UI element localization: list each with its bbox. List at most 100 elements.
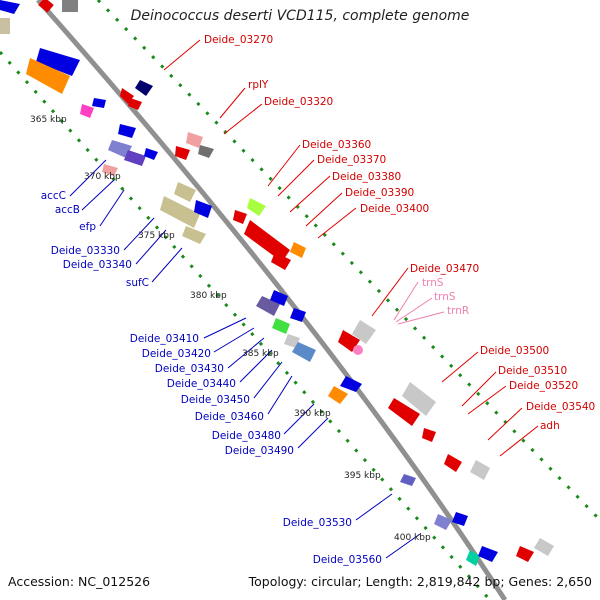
gene-label[interactable]: Deide_03520 [509,380,578,392]
gene-label[interactable]: Deide_03380 [332,171,401,183]
leader-line [203,317,247,339]
gene-label[interactable]: Deide_03330 [51,245,120,257]
gene-label[interactable]: Deide_03560 [313,554,382,566]
scale-tick-label: 370 kbp [84,172,121,182]
feature-box [0,18,10,34]
gene-label[interactable]: Deide_03440 [167,378,236,390]
gene-label[interactable]: Deide_03460 [195,411,264,423]
gene-label[interactable]: accC [41,190,66,202]
feature-arrow [186,132,203,148]
outer-dotted-guide [96,0,600,522]
feature-arrow [135,80,153,96]
leader-line [305,192,343,227]
feature-arrow [434,514,452,530]
feature-arrow [175,146,190,160]
feature-arrow [478,546,498,562]
gene-label[interactable]: efp [79,221,96,233]
feature-arrow [108,140,132,158]
feature-arrow [174,182,196,202]
gene-label[interactable]: Deide_03480 [212,430,281,442]
leader-line [393,281,419,321]
gene-label[interactable]: Deide_03430 [155,363,224,375]
scale-tick-label: 395 kbp [344,471,381,481]
gene-label[interactable]: Deide_03500 [480,345,549,357]
feature-arrow [144,148,158,160]
feature-arrow [194,200,212,218]
gene-label[interactable]: adh [540,420,560,432]
leader-line [371,267,409,317]
feature-arrow [244,220,290,262]
leader-lines [69,39,539,559]
gene-label[interactable]: Deide_03530 [283,517,352,529]
leader-line [317,207,357,239]
feature-arrow [466,550,480,566]
gene-label[interactable]: Deide_03410 [130,333,199,345]
feature-arrow [444,454,462,472]
map-title: Deinococcus deserti VCD115, complete gen… [130,8,470,24]
feature-arrow [452,512,468,526]
leader-line [219,87,246,119]
feature-arrow [36,48,80,76]
gene-label[interactable]: Deide_03320 [264,96,333,108]
scale-ticks: 365 kbp 370 kbp 375 kbp 380 kbp 385 kbp … [30,115,431,543]
leader-line [441,351,479,383]
reverse-labels: accC accB efp Deide_03330 Deide_03340 su… [41,190,382,566]
gene-label[interactable]: Deide_03470 [410,263,479,275]
leader-line [283,403,315,435]
leader-line [227,337,265,369]
gene-label[interactable]: Deide_03540 [526,401,595,413]
feature-arrow [290,242,306,258]
gene-label[interactable]: Deide_03490 [225,445,294,457]
inner-dotted-guide [0,51,492,600]
gene-label[interactable]: Deide_03360 [302,139,371,151]
reverse-features [0,0,498,566]
leader-line [123,217,155,251]
rna-label[interactable]: trnR [447,305,469,317]
leader-line [461,371,497,407]
feature-arrow [160,196,200,228]
scale-tick-label: 375 kbp [138,231,175,241]
leader-line [487,407,523,441]
gene-label[interactable]: Deide_03390 [345,187,414,199]
feature-arrow [328,386,348,404]
feature-arrow [270,290,288,306]
scale-tick-label: 365 kbp [30,115,67,125]
leader-line [239,349,273,383]
forward-features [38,0,554,562]
feature-arrow [422,428,436,442]
feature-arrow [0,0,20,14]
feature-arrow [340,376,362,392]
gene-label[interactable]: Deide_03340 [63,259,132,271]
feature-arrow [256,296,280,316]
rna-label[interactable]: trnS [422,277,444,289]
leader-line [69,159,107,197]
gene-label[interactable]: sufC [126,277,149,289]
leader-line [267,144,301,187]
leader-line [397,311,445,325]
feature-arrow [26,58,70,94]
feature-arrow [388,398,420,426]
feature-arrow [80,104,94,118]
rna-label[interactable]: trnS [434,291,456,303]
gene-label[interactable]: rplY [248,79,269,91]
leader-line [151,247,183,283]
scale-tick-label: 385 kbp [242,349,279,359]
leader-line [223,103,263,135]
feature-arrow [534,538,554,556]
gene-label[interactable]: Deide_03270 [204,34,273,46]
feature-arrow [272,318,290,334]
feature-arrow [516,546,534,562]
leader-line [253,361,283,399]
gene-label[interactable]: Deide_03450 [181,394,250,406]
leader-line [289,175,331,213]
feature-arrow [284,334,300,348]
feature-box [38,0,54,13]
gene-label[interactable]: Deide_03420 [142,348,211,360]
feature-arrow [128,98,142,110]
gene-label[interactable]: Deide_03400 [360,203,429,215]
topology-text: Topology: circular; Length: 2,819,842 bp… [248,574,592,589]
feature-arrow [402,382,436,416]
gene-label[interactable]: Deide_03370 [317,154,386,166]
gene-label[interactable]: Deide_03510 [498,365,567,377]
gene-label[interactable]: accB [55,204,80,216]
